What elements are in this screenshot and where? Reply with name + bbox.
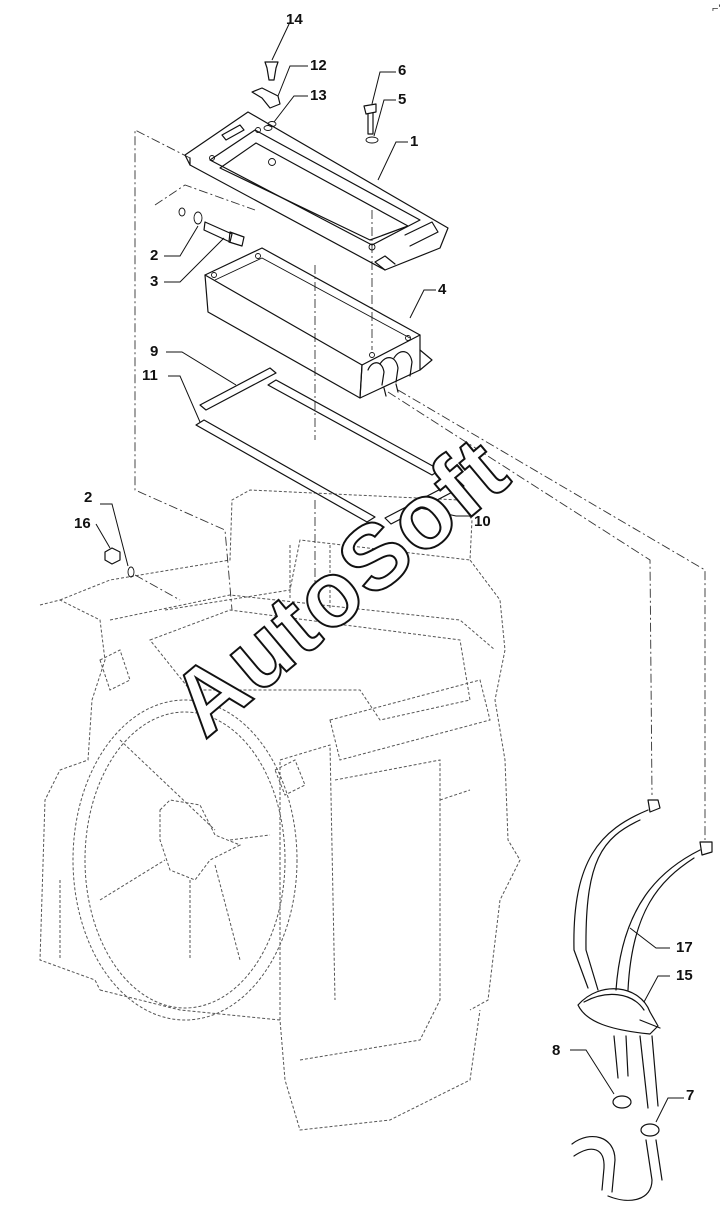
callout-17: 17	[676, 939, 693, 956]
callout-4: 4	[438, 281, 447, 298]
callout-3: 3	[150, 273, 158, 290]
callout-2-upper: 2	[150, 247, 158, 264]
callout-10: 10	[474, 513, 491, 530]
screw-and-clip-hardware	[251, 61, 281, 131]
connector-terminals	[367, 349, 433, 397]
hose-bracket	[577, 988, 661, 1035]
alignment-centerlines	[134, 129, 706, 840]
callout-9: 9	[150, 343, 158, 360]
callout-13: 13	[310, 87, 327, 104]
callout-5: 5	[398, 91, 406, 108]
leader-lines	[95, 21, 684, 1123]
callout-2-lower: 2	[84, 489, 92, 506]
mounting-plate	[184, 111, 449, 271]
seal-strips	[195, 367, 465, 525]
cab-frame-ghost-outline	[39, 489, 521, 1131]
nut-and-washer-left	[104, 547, 135, 578]
callout-labels: 14 12 13 6 5 1 2 3 4 9 11 2 16 10 17 15 …	[74, 11, 694, 1104]
callout-6: 6	[398, 62, 406, 79]
washers-and-bolt-left	[178, 207, 245, 247]
bolt-and-washer	[363, 103, 379, 144]
callout-1: 1	[410, 133, 418, 150]
callout-7: 7	[686, 1087, 694, 1104]
watermark-text: AutoSoft	[152, 417, 527, 755]
hose-assembly	[571, 799, 713, 1201]
callout-11: 11	[142, 367, 158, 384]
callout-12: 12	[310, 57, 327, 74]
corner-mark: ⌐'	[712, 3, 721, 15]
module-box	[204, 247, 433, 399]
callout-8: 8	[552, 1042, 560, 1059]
callout-16: 16	[74, 515, 91, 532]
callout-14: 14	[286, 11, 303, 28]
callout-15: 15	[676, 967, 693, 984]
